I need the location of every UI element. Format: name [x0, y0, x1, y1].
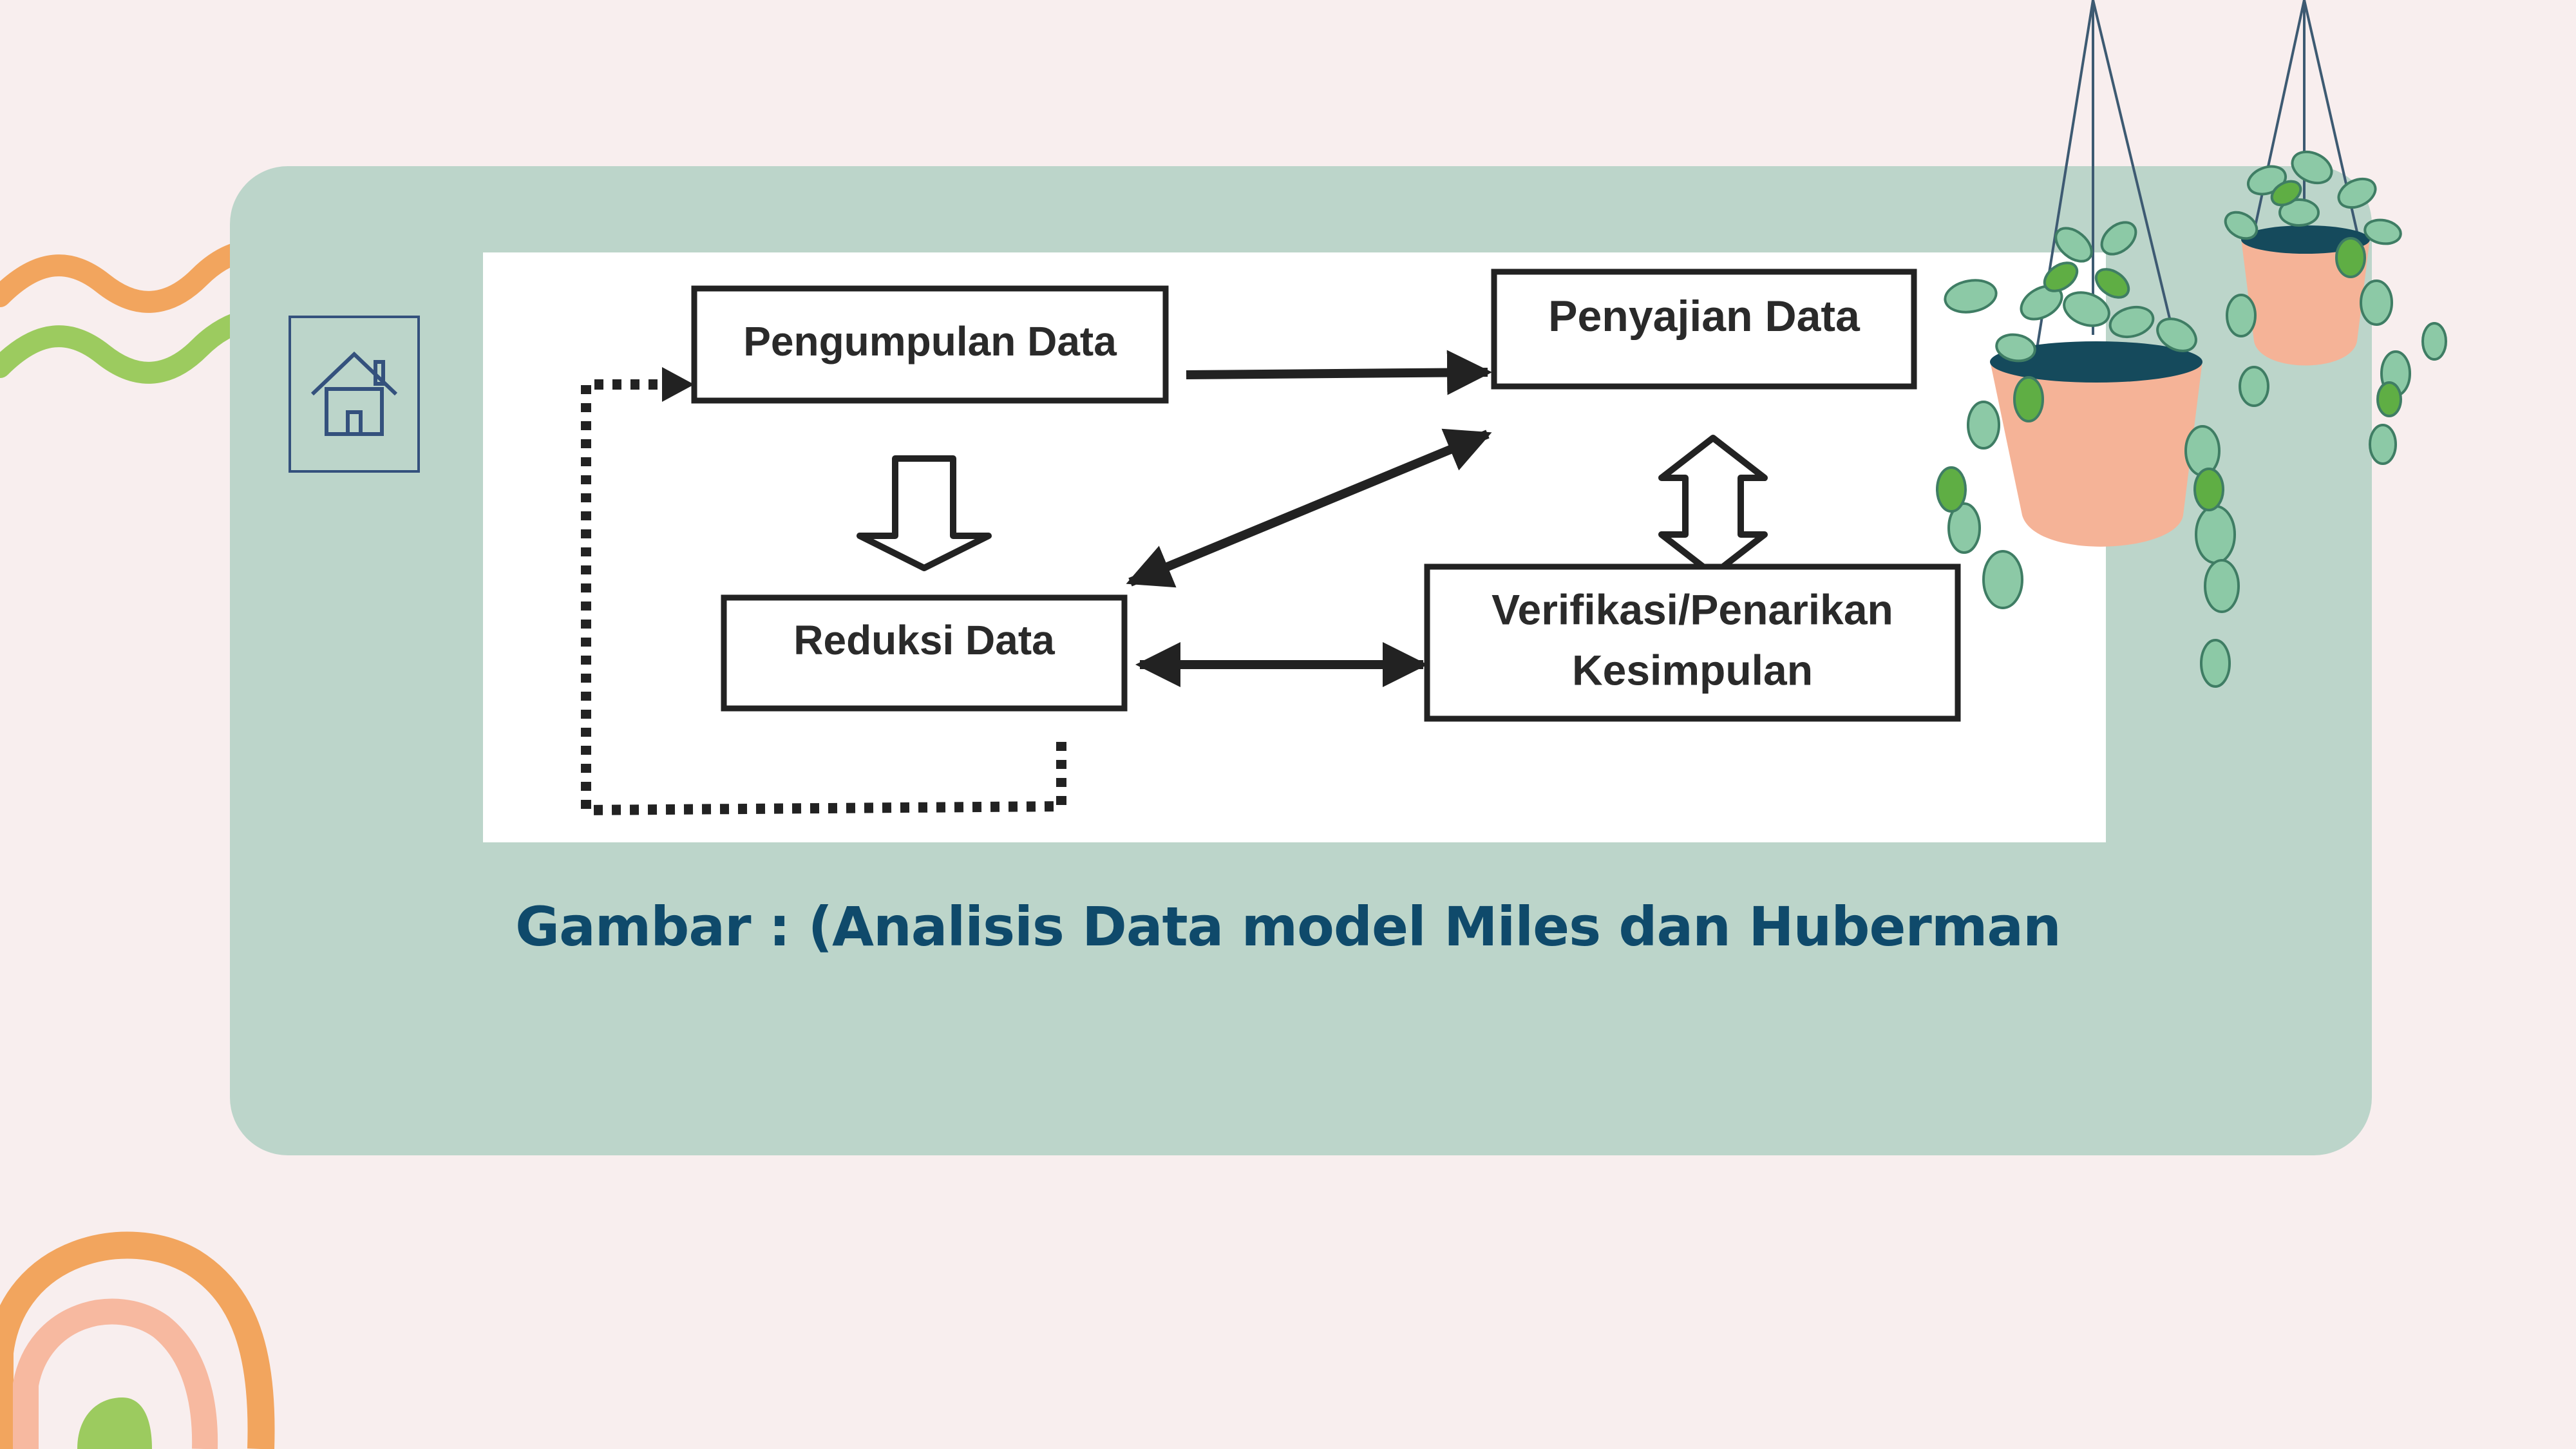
arrow-reduksi-penyajian — [1126, 428, 1492, 588]
arrow-pengumpulan-to-penyajian — [1186, 350, 1492, 395]
node-verifikasi-kesimpulan: Verifikasi/Penarikan Kesimpulan — [1424, 564, 1961, 722]
arch-decoration — [0, 1231, 275, 1449]
feedback-loop-arrow — [581, 379, 1066, 816]
node-label-line2: Kesimpulan — [1572, 646, 1813, 694]
home-button[interactable] — [289, 316, 420, 473]
node-label: Reduksi Data — [793, 617, 1055, 663]
home-icon — [310, 351, 398, 436]
figure-caption: Gambar : (Analisis Data model Miles dan … — [515, 895, 2061, 958]
hollow-down-arrow — [857, 455, 992, 571]
node-label-line1: Verifikasi/Penarikan — [1492, 585, 1893, 633]
feedback-arrowhead — [662, 367, 694, 402]
hollow-double-arrow — [1658, 435, 1768, 578]
node-label: Penyajian Data — [1548, 292, 1861, 341]
diagram-panel: Pengumpulan Data Penyajian Data Reduksi … — [483, 252, 2106, 842]
node-penyajian-data: Penyajian Data — [1491, 269, 1917, 390]
node-reduksi-data: Reduksi Data — [721, 594, 1128, 712]
node-label: Pengumpulan Data — [743, 318, 1117, 365]
node-pengumpulan-data: Pengumpulan Data — [691, 285, 1169, 404]
hanging-plant-icon — [1936, 0, 2447, 688]
